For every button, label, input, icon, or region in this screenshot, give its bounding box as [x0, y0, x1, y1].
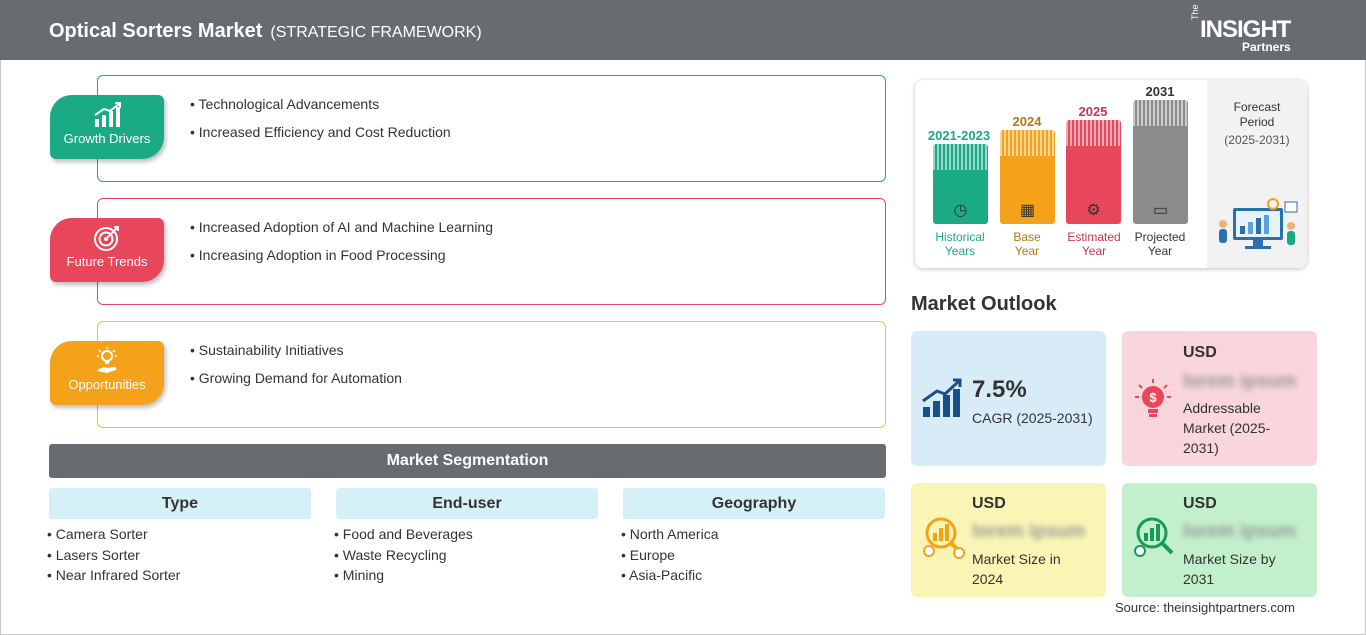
caption-line: Year: [1081, 244, 1107, 258]
estimated-year-bar: ⚙: [1066, 120, 1121, 224]
blurred-value: lorem ipsum: [1183, 371, 1296, 392]
growth-chart-icon: [50, 101, 164, 131]
list-item: Mining: [334, 567, 473, 588]
cagr-caption: CAGR (2025-2031): [972, 410, 1093, 426]
blurred-value: lorem ipsum: [1183, 521, 1296, 542]
caption-line: Years: [944, 244, 976, 258]
magnifier-chart-icon: [923, 517, 965, 559]
growth-drivers-label: Growth Drivers: [63, 131, 151, 146]
future-trends-list: Increased Adoption of AI and Machine Lea…: [190, 219, 493, 275]
base-year-bar: ▦: [1000, 130, 1055, 224]
logo-partners: Partners: [1242, 40, 1291, 54]
future-trends-label: Future Trends: [66, 254, 148, 269]
segment-end-user-head: End-user: [336, 488, 598, 519]
year-label: 2024: [1012, 114, 1042, 129]
usd-label: USD: [972, 495, 1006, 512]
year-label: 2021-2023: [927, 128, 991, 143]
segment-geography-list: North America Europe Asia-Pacific: [621, 526, 719, 588]
target-icon: [50, 224, 164, 254]
cagr-value: 7.5%: [972, 376, 1027, 403]
usd-label: USD: [1183, 495, 1217, 512]
timeline-card: 2021-2023 ◷ Historical Years 2024 ▦ Base…: [915, 80, 1307, 268]
market-outlook-title: Market Outlook: [911, 293, 1057, 315]
forecast-title-line: Period: [1239, 115, 1275, 129]
list-item: Lasers Sorter: [47, 547, 180, 568]
year-label: 2031: [1145, 84, 1175, 99]
historical-caption: Historical Years: [924, 230, 996, 258]
svg-text:$: $: [1149, 390, 1157, 405]
logo-insight: INSIGHT: [1200, 16, 1291, 43]
opportunities-label: Opportunities: [68, 377, 146, 392]
page-title: Optical Sorters Market (STRATEGIC FRAMEWO…: [49, 20, 482, 43]
base-year-caption: Base Year: [991, 230, 1063, 258]
market-size-2031-card: USD lorem ipsum Market Size by 2031: [1122, 483, 1317, 597]
caption-line: Year: [1147, 244, 1173, 258]
history-icon: ◷: [953, 202, 968, 219]
magnifier-growth-icon: [1134, 517, 1174, 557]
forecast-title: Forecast Period: [1207, 100, 1307, 130]
calendar-icon: ▦: [1019, 202, 1036, 219]
addressable-caption: Addressable Market (2025-2031): [1183, 400, 1271, 456]
projected-year-bar: ▭: [1133, 100, 1188, 224]
list-item: Sustainability Initiatives: [190, 342, 402, 370]
future-trends-tag: Future Trends: [50, 218, 164, 282]
segment-geography-head: Geography: [623, 488, 885, 519]
segment-end-user-list: Food and Beverages Waste Recycling Minin…: [334, 526, 473, 588]
market-segmentation-bar: Market Segmentation: [49, 444, 886, 478]
caption-line: Base: [1013, 230, 1041, 244]
lightbulb-hand-icon: [50, 347, 164, 377]
logo-the: The: [1190, 4, 1200, 20]
list-item: Food and Beverages: [334, 526, 473, 547]
list-item: Increased Efficiency and Cost Reduction: [190, 124, 451, 152]
market-size-2024-card: USD lorem ipsum Market Size in 2024: [911, 483, 1106, 597]
growth-drivers-list: Technological Advancements Increased Eff…: [190, 96, 451, 152]
segment-type-head: Type: [49, 488, 311, 519]
list-item: North America: [621, 526, 719, 547]
market-size-2031-caption: Market Size by 2031: [1183, 551, 1276, 587]
caption-line: Estimated: [1067, 230, 1121, 244]
caption-line: Projected: [1134, 230, 1186, 244]
source-link[interactable]: Source: theinsightpartners.com: [1115, 600, 1295, 615]
list-item: Europe: [621, 547, 719, 568]
title-subtitle: (STRATEGIC FRAMEWORK): [270, 24, 482, 41]
analyst-illustration-icon: [1219, 198, 1298, 249]
dollar-bulb-icon: $: [1135, 379, 1171, 417]
year-label: 2025: [1078, 104, 1108, 119]
header-bar: Optical Sorters Market (STRATEGIC FRAMEWO…: [0, 0, 1366, 60]
list-item: Growing Demand for Automation: [190, 370, 402, 398]
blurred-value: lorem ipsum: [972, 521, 1085, 542]
growth-bars-icon: [922, 378, 962, 417]
addressable-market-card: $ USD lorem ipsum Addressable Market (20…: [1122, 331, 1317, 466]
forecast-panel: Forecast Period (2025-2031): [1207, 80, 1307, 268]
opportunities-list: Sustainability Initiatives Growing Deman…: [190, 342, 402, 398]
historical-bar: ◷: [933, 144, 988, 224]
forecast-title-line: Forecast: [1233, 100, 1281, 114]
estimate-icon: ⚙: [1086, 202, 1101, 219]
forecast-range: (2025-2031): [1224, 133, 1290, 147]
segment-type-list: Camera Sorter Lasers Sorter Near Infrare…: [47, 526, 181, 588]
list-item: Near Infrared Sorter: [47, 567, 181, 588]
list-item: Camera Sorter: [47, 526, 180, 547]
caption-line: Historical: [935, 230, 985, 244]
opportunities-tag: Opportunities: [50, 341, 164, 405]
list-item: Increased Adoption of AI and Machine Lea…: [190, 219, 493, 247]
list-item: Increasing Adoption in Food Processing: [190, 247, 493, 275]
title-text: Optical Sorters Market: [49, 20, 263, 42]
list-item: Waste Recycling: [334, 547, 473, 568]
projected-year-caption: Projected Year: [1124, 230, 1196, 258]
usd-label: USD: [1183, 344, 1217, 361]
market-size-2024-caption: Market Size in 2024: [972, 551, 1061, 587]
presentation-icon: ▭: [1152, 202, 1169, 219]
estimated-year-caption: Estimated Year: [1058, 230, 1130, 258]
cagr-card: 7.5% CAGR (2025-2031): [911, 331, 1106, 466]
list-item: Asia-Pacific: [621, 567, 719, 588]
growth-drivers-tag: Growth Drivers: [50, 95, 164, 159]
caption-line: Year: [1014, 244, 1040, 258]
list-item: Technological Advancements: [190, 96, 451, 124]
